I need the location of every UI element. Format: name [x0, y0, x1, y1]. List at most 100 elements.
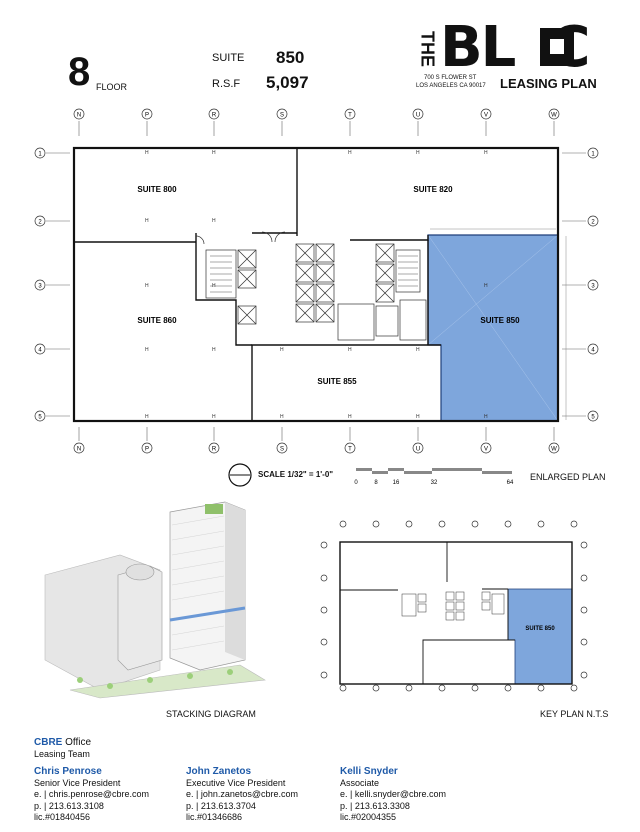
svg-text:H: H [484, 283, 488, 289]
contact-title: Senior Vice President [34, 777, 121, 788]
enlarged-plan-label: ENLARGED PLAN [530, 472, 606, 482]
restroom-area [337, 303, 375, 341]
leasing-team-label: Leasing Team [34, 749, 90, 759]
contact-phone[interactable]: p. | 213.613.3308 [340, 800, 410, 811]
key-plan-bubbles [320, 520, 588, 692]
cbre-office-label: CBRE Office [34, 737, 91, 748]
label-suite-800: SUITE 800 [137, 185, 177, 194]
grid-column-markers-bottom: N P R S T U V W [73, 427, 560, 454]
floor-word: FLOOR [96, 82, 128, 92]
contact-name: Kelli Snyder [340, 766, 398, 777]
grid-bubble-top-w: W [548, 108, 560, 136]
stacking-diagram-image [44, 501, 266, 699]
scale-tick-0: 0 [354, 480, 358, 486]
svg-text:H: H [484, 414, 488, 420]
svg-text:H: H [212, 414, 216, 420]
suite-label: SUITE [212, 52, 245, 64]
scale-label: SCALE 1/32" = 1'-0" [258, 470, 334, 479]
svg-text:H: H [416, 414, 420, 420]
svg-text:H: H [145, 347, 149, 353]
address-line1: 700 S FLOWER ST [424, 75, 477, 81]
stacking-diagram-caption: STACKING DIAGRAM [166, 709, 256, 719]
grid-bubble-top-n: N [73, 108, 85, 136]
grid-bubble-top-v: V [480, 108, 492, 136]
key-plan-suite-850-fill [507, 588, 573, 685]
svg-text:H: H [280, 414, 284, 420]
svg-text:N: N [77, 447, 81, 453]
key-plan-suite-label: SUITE 850 [525, 626, 555, 632]
grid-bubble-bottom-t: T [344, 427, 356, 454]
floor-number: 8 [68, 50, 91, 94]
svg-text:W: W [551, 447, 557, 453]
svg-text:W: W [551, 113, 557, 119]
svg-text:4: 4 [38, 348, 42, 354]
grid-bubble-bottom-r: R [208, 427, 220, 454]
svg-text:T: T [348, 447, 352, 453]
interior-walls [74, 148, 441, 421]
address-line2: LOS ANGELES CA 90017 [416, 83, 486, 89]
logo-o-square [540, 28, 574, 66]
svg-text:R: R [212, 447, 217, 453]
office-word: Office [62, 737, 92, 748]
label-suite-820: SUITE 820 [413, 185, 453, 194]
contact-email[interactable]: e. | john.zanetos@cbre.com [186, 789, 299, 799]
cbre-brand: CBRE [34, 737, 63, 748]
svg-text:H: H [416, 150, 420, 156]
grid-bubble-bottom-n: N [73, 427, 85, 454]
svg-text:1: 1 [38, 152, 42, 158]
svg-text:H: H [348, 347, 352, 353]
svg-text:H: H [416, 347, 420, 353]
building-outline [72, 146, 560, 423]
svg-text:1: 1 [591, 152, 595, 158]
key-plan-caption: KEY PLAN N.T.S [540, 709, 609, 719]
grid-bubble-top-r: R [208, 108, 220, 136]
leasing-plan-title: LEASING PLAN [500, 76, 597, 91]
grid-bubble-bottom-s: S [276, 427, 288, 454]
grid-bubble-top-p: P [141, 108, 153, 136]
svg-text:3: 3 [591, 284, 595, 290]
grid-bubble-top-t: T [344, 108, 356, 136]
contact-license: lic.#01840456 [34, 812, 91, 822]
contact-title: Associate [340, 777, 380, 788]
svg-text:U: U [416, 113, 420, 119]
logo-the: THE [417, 31, 437, 67]
contact-name: Chris Penrose [34, 766, 102, 777]
label-suite-860: SUITE 860 [137, 316, 177, 325]
svg-text:H: H [145, 218, 149, 224]
label-suite-850: SUITE 850 [480, 316, 520, 325]
svg-text:H: H [212, 347, 216, 353]
contact-name: John Zanetos [186, 766, 252, 777]
grid-bubble-bottom-v: V [480, 427, 492, 454]
svg-text:V: V [484, 447, 488, 453]
svg-text:N: N [77, 113, 81, 119]
suite-value: 850 [276, 48, 305, 67]
grid-bubble-bottom-w: W [548, 427, 560, 454]
contact-card: Kelli Snyder Associate e. | kelli.snyder… [340, 766, 446, 824]
scale-bar: 0 8 16 32 64 [228, 463, 514, 487]
contact-email[interactable]: e. | chris.penrose@cbre.com [34, 789, 150, 799]
scale-segments [356, 468, 512, 474]
contact-title: Executive Vice President [186, 777, 286, 788]
dimension-lines [430, 228, 567, 420]
svg-text:5: 5 [591, 415, 595, 421]
svg-text:T: T [348, 113, 352, 119]
contact-phone[interactable]: p. | 213.613.3704 [186, 800, 256, 811]
svg-text:H: H [484, 150, 488, 156]
scale-tick-32: 32 [431, 480, 438, 486]
svg-text:V: V [484, 113, 488, 119]
svg-text:U: U [416, 447, 420, 453]
contact-email[interactable]: e. | kelli.snyder@cbre.com [340, 789, 447, 799]
svg-text:2: 2 [38, 220, 42, 226]
contact-phone[interactable]: p. | 213.613.3108 [34, 800, 104, 811]
svg-text:P: P [145, 447, 149, 453]
suite-850-area[interactable] [427, 234, 559, 422]
svg-text:H: H [280, 347, 284, 353]
svg-text:S: S [280, 113, 284, 119]
contact-license: lic.#01346686 [186, 812, 243, 822]
scale-tick-8: 8 [374, 480, 378, 486]
svg-text:P: P [145, 113, 149, 119]
svg-text:H: H [145, 150, 149, 156]
